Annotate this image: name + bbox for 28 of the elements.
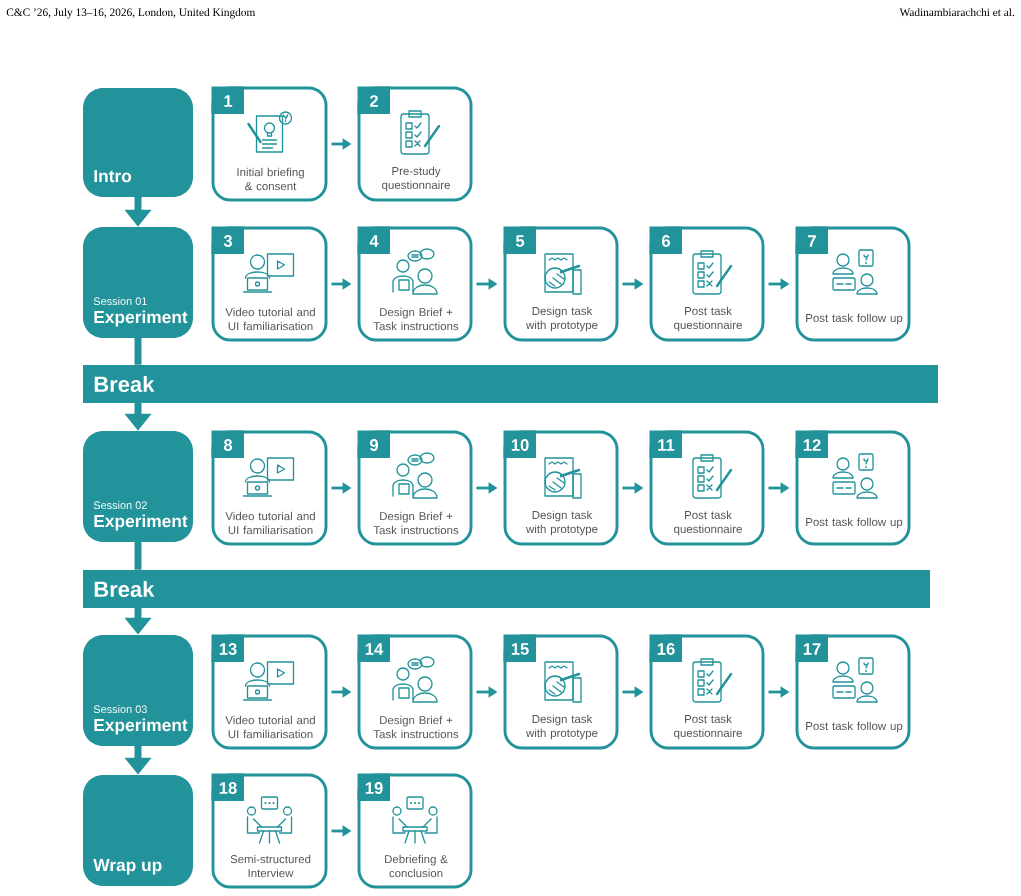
step-number: 3 xyxy=(211,226,244,254)
step-number: 10 xyxy=(503,430,536,458)
phase-box: Intro xyxy=(83,88,193,197)
step-number: 6 xyxy=(649,226,682,254)
step-number: 9 xyxy=(357,430,390,458)
step-number: 15 xyxy=(503,634,536,662)
step-number: 17 xyxy=(795,634,828,662)
running-header: C&C ’26, July 13–16, 2026, London, United Kingdom xyxy=(6,8,256,19)
step-number: 7 xyxy=(795,226,828,254)
step-number: 18 xyxy=(211,773,244,801)
step-number: 11 xyxy=(649,430,682,458)
phase-box: Wrap up xyxy=(83,775,193,886)
step-number: 13 xyxy=(211,634,244,662)
step-number: 2 xyxy=(357,86,390,114)
step-number: 1 xyxy=(211,86,244,114)
phase-box: Session 02 Experiment xyxy=(83,431,193,542)
step-number: 16 xyxy=(649,634,682,662)
step-number: 4 xyxy=(357,226,390,254)
break-band: Break xyxy=(83,570,930,608)
step-number: 19 xyxy=(357,773,390,801)
step-number: 5 xyxy=(503,226,536,254)
phase-box: Session 03 Experiment xyxy=(83,635,193,746)
step-number: 14 xyxy=(357,634,390,662)
break-band: Break xyxy=(83,365,938,403)
phase-box: Session 01 Experiment xyxy=(83,227,193,338)
step-number: 12 xyxy=(795,430,828,458)
step-number: 8 xyxy=(211,430,244,458)
running-header: Wadinambiarachchi et al. xyxy=(899,8,1014,17)
